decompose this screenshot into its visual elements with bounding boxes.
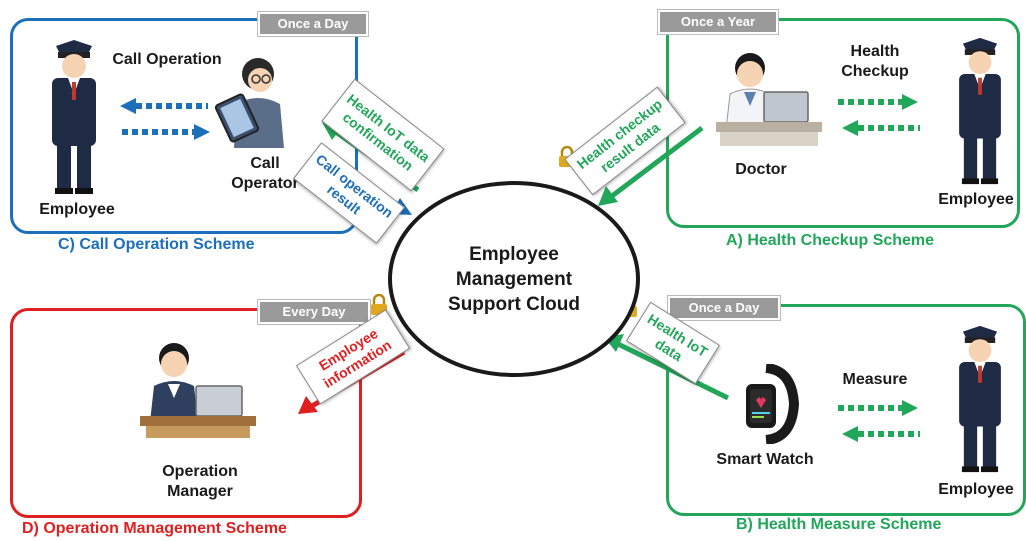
- call-operator-figure: [214, 58, 284, 148]
- employee-figure-call: [52, 40, 96, 194]
- measure-frequency-tag: Once a Day: [668, 296, 780, 320]
- operation-scheme-title: D) Operation Management Scheme: [22, 520, 287, 537]
- operation-manager-label: Operation Manager: [162, 463, 238, 500]
- smart-watch-icon: [746, 364, 800, 444]
- checkup-action-label: Health Checkup: [841, 43, 909, 80]
- cloud-label: Employee Management Support Cloud: [448, 243, 580, 315]
- doctor-label: Doctor: [735, 161, 787, 178]
- call-exchange-arrows: [120, 98, 210, 140]
- measure-action-label: Measure: [842, 371, 908, 388]
- measure-exchange-arrows: [838, 400, 920, 442]
- employee-figure-measure: [959, 325, 1001, 473]
- call-employee-label: Employee: [39, 201, 115, 218]
- health-measure-scheme-box: [666, 304, 1026, 516]
- measure-scheme-title: B) Health Measure Scheme: [736, 516, 942, 533]
- call-frequency-tag: Once a Day: [258, 12, 368, 36]
- checkup-scheme-title: A) Health Checkup Scheme: [726, 232, 935, 249]
- operation-manager-figure: [140, 343, 256, 438]
- checkup-employee-label: Employee: [938, 191, 1014, 208]
- checkup-frequency-tag: Once a Year: [658, 10, 778, 34]
- checkup-exchange-arrows: [838, 94, 920, 136]
- central-cloud: Employee Management Support Cloud: [388, 181, 640, 377]
- call-scheme-title: C) Call Operation Scheme: [58, 236, 255, 253]
- doctor-figure: [716, 53, 822, 146]
- call-operator-label: Call Operator: [231, 155, 299, 192]
- call-operation-label: Call Operation: [112, 51, 222, 68]
- operation-management-scheme-box: [10, 308, 362, 518]
- measure-employee-label: Employee: [938, 481, 1014, 498]
- operation-frequency-tag: Every Day: [258, 300, 370, 324]
- smart-watch-label: Smart Watch: [716, 451, 814, 468]
- employee-figure-checkup: [959, 37, 1001, 185]
